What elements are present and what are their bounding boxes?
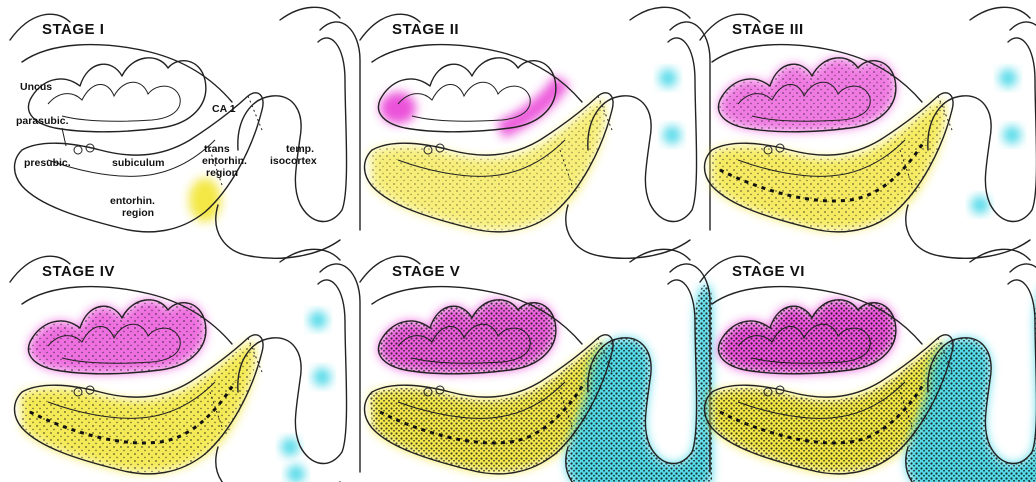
stage-title: STAGE V xyxy=(392,263,460,280)
isocortex-label: isocortex xyxy=(270,155,317,167)
temp-label: temp. xyxy=(286,143,314,155)
isocortex-focus xyxy=(309,311,327,329)
panel-stage-3: STAGE III xyxy=(700,7,1036,258)
anatomy-outline xyxy=(10,7,360,258)
entorhinal-label: entorhin. xyxy=(110,195,155,207)
presubic-label: presubic. xyxy=(24,157,71,169)
isocortex-focus xyxy=(281,438,299,456)
panel-stage-4: STAGE IV xyxy=(10,249,360,482)
panel-stage-2: STAGE II xyxy=(360,7,710,258)
entorhinal-region-label: region xyxy=(122,207,154,219)
stage-title: STAGE I xyxy=(42,21,104,38)
trans-label: trans xyxy=(204,143,230,155)
pathology-overlay xyxy=(710,285,1036,482)
isocortex-focus xyxy=(999,69,1017,87)
stage-title: STAGE VI xyxy=(732,263,805,280)
isocortex-focus xyxy=(1003,126,1021,144)
stage-title: STAGE IV xyxy=(42,263,115,280)
pathology-overlay xyxy=(370,285,712,482)
isocortex-focus xyxy=(287,465,305,482)
stage-title: STAGE III xyxy=(732,21,804,38)
transentorhinal-label: entorhin. xyxy=(202,155,247,167)
subiculum-label: subiculum xyxy=(112,157,165,169)
panel-stage-6: STAGE VI xyxy=(700,249,1036,482)
isocortex-focus xyxy=(659,69,677,87)
trans-region-label: region xyxy=(206,167,238,179)
parasubic-label: parasubic. xyxy=(16,115,69,127)
isocortex-focus xyxy=(663,126,681,144)
uncus-label: Uncus xyxy=(20,81,52,93)
ca1-label: CA 1 xyxy=(212,103,236,115)
stage-title: STAGE II xyxy=(392,21,459,38)
isocortex-focus xyxy=(971,196,989,214)
isocortex-focus xyxy=(313,368,331,386)
panel-stage-5: STAGE V xyxy=(360,249,712,482)
panel-stage-1: STAGE I Uncus CA 1 parasubic. presubic. subic… xyxy=(10,7,360,258)
